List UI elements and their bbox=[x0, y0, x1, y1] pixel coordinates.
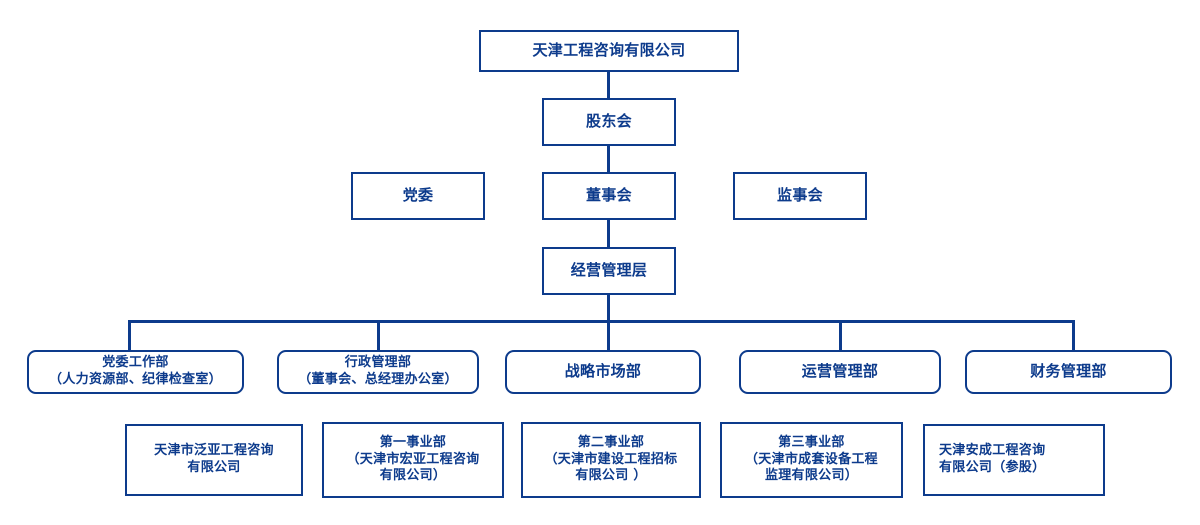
connector-drop-department-3 bbox=[607, 320, 610, 350]
connector-drop-department-2 bbox=[377, 320, 380, 350]
node-subsidiary-fanya[interactable]: 天津市泛亚工程咨询 有限公司 bbox=[125, 424, 303, 496]
connector-drop-department-1 bbox=[128, 320, 131, 350]
connector-board-to-management bbox=[607, 219, 610, 247]
node-department-administration[interactable]: 行政管理部 （董事会、总经理办公室） bbox=[277, 350, 479, 394]
node-business-unit-3-supervision[interactable]: 第三事业部 （天津市成套设备工程 监理有限公司） bbox=[720, 422, 903, 498]
node-department-finance[interactable]: 财务管理部 bbox=[965, 350, 1172, 394]
connector-company-to-shareholders bbox=[607, 70, 610, 98]
connector-department-bus bbox=[128, 320, 1075, 323]
node-business-unit-2-bidding[interactable]: 第二事业部 （天津市建设工程招标 有限公司 ） bbox=[521, 422, 701, 498]
node-supervisory-board[interactable]: 监事会 bbox=[733, 172, 867, 220]
connector-shareholders-to-board bbox=[607, 145, 610, 172]
node-party-committee[interactable]: 党委 bbox=[351, 172, 485, 220]
node-department-operations[interactable]: 运营管理部 bbox=[739, 350, 941, 394]
node-board-of-directors[interactable]: 董事会 bbox=[542, 172, 676, 220]
connector-drop-department-4 bbox=[839, 320, 842, 350]
node-management-layer[interactable]: 经营管理层 bbox=[542, 247, 676, 295]
node-shareholders-meeting[interactable]: 股东会 bbox=[542, 98, 676, 146]
node-company[interactable]: 天津工程咨询有限公司 bbox=[479, 30, 739, 72]
node-subsidiary-ancheng[interactable]: 天津安成工程咨询 有限公司（参股） bbox=[923, 424, 1105, 496]
node-department-party-work[interactable]: 党委工作部 （人力资源部、纪律检查室） bbox=[27, 350, 244, 394]
node-business-unit-1-hongya[interactable]: 第一事业部 （天津市宏亚工程咨询 有限公司） bbox=[322, 422, 504, 498]
node-department-strategy-market[interactable]: 战略市场部 bbox=[505, 350, 701, 394]
connector-management-to-bus bbox=[607, 294, 610, 322]
connector-drop-department-5 bbox=[1072, 320, 1075, 350]
